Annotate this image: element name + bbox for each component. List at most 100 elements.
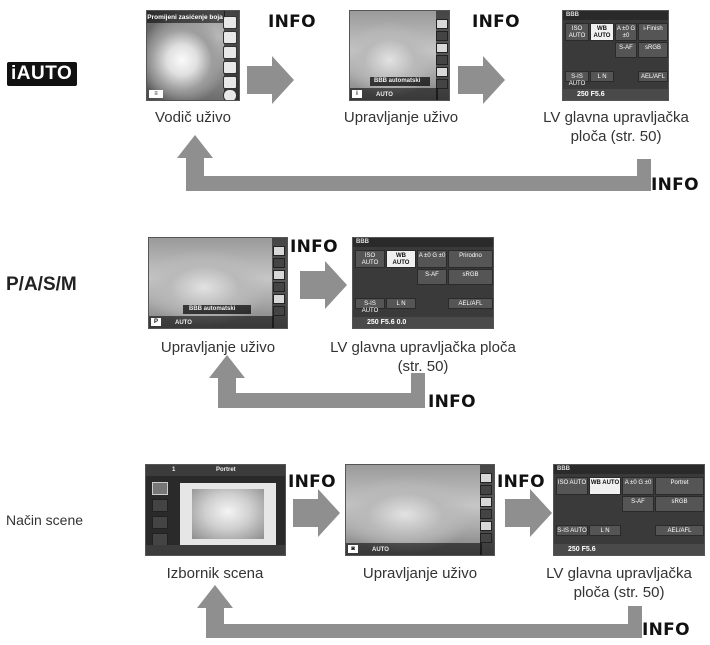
caption-control-panel: LV glavna upravljačka ploča (str. 50) xyxy=(546,565,692,601)
forward-arrow xyxy=(505,489,552,537)
screen-live-guide: Promijeni zasićenje boja ≡ xyxy=(146,10,240,101)
scene-photo xyxy=(149,238,287,328)
setting-icon xyxy=(273,258,285,268)
panel-cell: S-IS AUTO xyxy=(355,298,385,314)
info-return-label: INFO xyxy=(651,175,699,195)
panel-header: BBB xyxy=(353,238,493,247)
setting-icon xyxy=(436,19,448,29)
panel-cell: AEL/AFL xyxy=(638,71,668,82)
mode-label-iauto: iAUTO xyxy=(7,62,78,86)
help-icon xyxy=(223,89,237,100)
setting-icon xyxy=(480,497,492,507)
mode-tag: i xyxy=(352,90,362,98)
caption-control-panel: LV glavna upravljačka ploča (str. 50) xyxy=(543,109,689,145)
forward-arrow xyxy=(300,261,347,309)
panel-exposure: 250 F5.6 xyxy=(563,89,668,100)
caption-scene-menu: Izbornik scena xyxy=(166,565,264,582)
scene-photo xyxy=(350,11,449,100)
forward-arrow xyxy=(247,56,294,104)
setting-icon xyxy=(436,79,448,89)
info-button-label: INFO xyxy=(497,472,545,492)
panel-exposure: 250 F5.6 xyxy=(554,544,704,555)
screen-control-panel: BBB ISO AUTO WB AUTO A ±0 G ±0 Prirodno … xyxy=(352,237,494,329)
panel-cell: WB AUTO xyxy=(386,250,416,268)
panel-cell: S-AF xyxy=(417,269,447,285)
caption-live-control: Upravljanje uživo xyxy=(362,565,478,582)
panel-cell: Portret xyxy=(655,477,704,495)
return-loop-arrow xyxy=(197,585,642,638)
panel-cell: sRGB xyxy=(638,42,668,58)
setting-icon xyxy=(273,282,285,292)
guide-option-button xyxy=(223,31,237,44)
return-loop-arrow xyxy=(177,135,651,191)
setting-icon xyxy=(273,294,285,304)
panel-header: BBB xyxy=(554,465,704,474)
scene-icon xyxy=(152,516,168,529)
bottom-bar-mode: AUTO xyxy=(372,547,389,553)
panel-cell: A ±0 G ±0 xyxy=(622,477,654,495)
setting-icon xyxy=(273,270,285,280)
setting-icon xyxy=(480,485,492,495)
guide-option-button xyxy=(223,61,237,74)
panel-cell: A ±0 G ±0 xyxy=(417,250,447,268)
setting-icon xyxy=(480,533,492,543)
scene-photo xyxy=(346,465,494,555)
scene-icon xyxy=(152,499,168,512)
guide-option-button xyxy=(223,76,237,89)
scene-index: 1 xyxy=(172,467,176,473)
panel-cell: AEL/AFL xyxy=(655,525,704,536)
panel-cell: WB AUTO xyxy=(590,23,614,41)
panel-cell: sRGB xyxy=(448,269,493,285)
panel-cell: Prirodno xyxy=(448,250,493,268)
panel-cell: ISO AUTO xyxy=(556,477,588,495)
panel-header: BBB xyxy=(563,11,668,20)
screen-title: Promijeni zasićenje boja xyxy=(147,14,223,21)
screen-control-panel: BBB ISO AUTO WB AUTO A ±0 G ±0 Portret S… xyxy=(553,464,705,556)
info-return-label: INFO xyxy=(428,392,476,412)
forward-arrow xyxy=(458,56,505,104)
scene-portrait-icon xyxy=(152,482,168,495)
setting-icon xyxy=(480,509,492,519)
panel-cell: A ±0 G ±0 xyxy=(615,23,637,41)
panel-cell: L N xyxy=(386,298,416,309)
bottom-bar-mode: AUTO xyxy=(175,320,192,326)
panel-cell: S-AF xyxy=(622,496,654,512)
panel-cell: i-Finish xyxy=(638,23,668,41)
screen-scene-menu: 1 Portret xyxy=(145,464,286,556)
portrait-photo xyxy=(192,489,264,539)
scene-name: Portret xyxy=(216,467,236,473)
setting-icon xyxy=(436,55,448,65)
panel-cell: AEL/AFL xyxy=(448,298,493,309)
mode-label-pasm: P/A/S/M xyxy=(6,274,77,295)
setting-icon xyxy=(436,67,448,77)
panel-cell: S-IS AUTO xyxy=(565,71,589,87)
info-button-label: INFO xyxy=(288,472,336,492)
caption-live-control: Upravljanje uživo xyxy=(343,109,459,126)
guide-option-button xyxy=(223,16,237,29)
panel-cell: WB AUTO xyxy=(589,477,621,495)
screen-control-panel: BBB ISO AUTO WB AUTO A ±0 G ±0 i-Finish … xyxy=(562,10,669,101)
return-loop-arrow xyxy=(209,355,425,408)
mode-tag: ◙ xyxy=(348,545,358,553)
bottom-bar-mode: AUTO xyxy=(376,92,393,98)
setting-icon xyxy=(436,43,448,53)
screen-live-control: BBB automatski AUTO i xyxy=(349,10,450,101)
mode-tag: P xyxy=(151,318,161,326)
panel-cell: L N xyxy=(589,525,621,536)
setting-icon xyxy=(480,473,492,483)
wb-banner: BBB automatski xyxy=(189,306,236,312)
forward-arrow xyxy=(293,489,340,537)
panel-cell: L N xyxy=(590,71,614,82)
scene-preview-frame xyxy=(180,483,276,545)
info-button-label: INFO xyxy=(472,12,520,32)
wb-banner: BBB automatski xyxy=(374,78,421,84)
panel-cell: ISO AUTO xyxy=(355,250,385,268)
screen-live-control: BBB automatski AUTO P xyxy=(148,237,288,329)
caption-control-panel: LV glavna upravljačka ploča (str. 50) xyxy=(330,339,516,375)
screen-live-control: AUTO ◙ xyxy=(345,464,495,556)
caption-live-guide: Vodič uživo xyxy=(155,109,231,126)
info-button-label: INFO xyxy=(290,237,338,257)
setting-icon xyxy=(273,306,285,316)
panel-cell: sRGB xyxy=(655,496,704,512)
